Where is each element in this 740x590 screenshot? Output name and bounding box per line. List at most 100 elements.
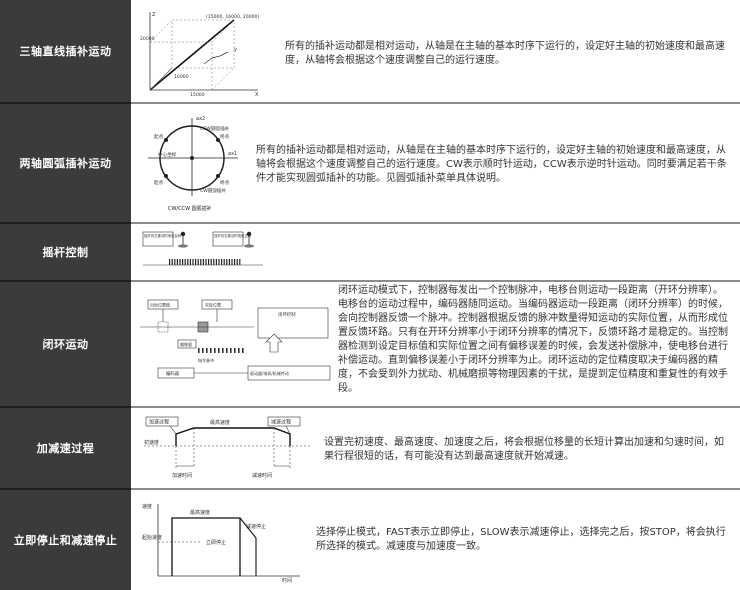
pulse-mark (242, 348, 244, 353)
pulse-mark (226, 348, 228, 353)
row-linear-interpolation: 三轴直线插补运动 Z X Y (15000, 16000, 20000) 200… (0, 0, 740, 102)
row-description: 所有的插补运动都是相对运动，从轴是在主轴的基本时序下运行的，设定好主轴的初始速度… (285, 41, 725, 66)
pulse-mark (236, 259, 238, 265)
ctrl-label: 闭环控制 (278, 311, 296, 318)
max-speed-label: 最高速度 (210, 419, 230, 426)
row-divider (0, 222, 740, 224)
max-speed-label: 最高速度 (190, 509, 210, 516)
ccw-label: CCW圆弧插补 (200, 125, 230, 132)
pulse-mark (208, 259, 210, 265)
pulse-mark (205, 259, 207, 265)
pulse-mark (234, 348, 236, 353)
y-tick-label: 20000 (140, 36, 155, 42)
end-point-label: (15000, 16000, 20000) (206, 14, 259, 20)
pulse-mark (169, 259, 171, 265)
motor-label: 驱动器/电机/机械传动 (250, 370, 289, 376)
linear-interpolation-figure: Z X Y (15000, 16000, 20000) 20000 16000 … (138, 6, 264, 98)
pulse-mark (213, 259, 215, 265)
row-description: 设置完初速度、最高速度、加速度之后，将会根据位移量的长短计算出加速和匀速时间，如… (324, 437, 724, 462)
pulse-mark (171, 259, 173, 265)
start-label: 起点 (154, 134, 164, 140)
center-label: 中心坐标 (158, 151, 177, 158)
decel-time-label: 减速时间 (252, 472, 272, 479)
pulse-label: 指令脉冲 (198, 357, 214, 363)
pulse-mark (210, 348, 212, 353)
row-label: 闭环运动 (0, 282, 131, 406)
z-tick-label: 16000 (174, 74, 189, 80)
pulse-mark (202, 259, 204, 265)
pulse-mark (222, 348, 224, 353)
row-joystick: 摇杆控制 摇杆向左推动时电机反转 摇杆向右推动时电机正转 (0, 224, 740, 280)
pulse-mark (202, 348, 204, 353)
row-divider (0, 488, 740, 490)
row-label: 两轴圆弧插补运动 (0, 104, 131, 222)
start-label-2: 起点 (154, 180, 164, 186)
row-label: 加减速过程 (0, 408, 131, 488)
row-description: 选择停止模式，FAST表示立即停止，SLOW表示减速停止，选择完之后，按STOP… (316, 527, 726, 552)
pulse-mark (189, 259, 191, 265)
row-divider (0, 406, 740, 408)
ax1-label: ax1 (228, 151, 237, 157)
x-axis-label: X (255, 92, 259, 98)
ax2-label: ax2 (196, 116, 205, 122)
pulse-mark (221, 259, 223, 265)
pulse-mark (218, 348, 220, 353)
row-divider (0, 280, 740, 282)
row-label: 立即停止和减速停止 (0, 490, 131, 590)
pulse-mark (231, 259, 233, 265)
arc-caption: CW/CCW 圆弧插补 (168, 205, 212, 212)
row-label: 摇杆控制 (0, 224, 131, 280)
pulse-mark (234, 259, 236, 265)
row-accel-decel: 加减速过程 加速过程 最高速度 减速过程 初速度 加速时间 减速时间 (0, 408, 740, 488)
end-label: 终点 (220, 133, 230, 140)
end-label-2: 终点 (220, 179, 230, 186)
accel-time-label: 加速时间 (172, 472, 192, 479)
speed-axis-label: 速度 (142, 503, 152, 510)
init-speed-label: 初速度 (144, 439, 159, 446)
pulse-mark (174, 259, 176, 265)
row-closed-loop: 闭环运动 目标位置值 实际位置 偏移量 闭环控制 指令脉冲 编码器 (0, 282, 740, 406)
joystick-figure: 摇杆向左推动时电机反转 摇杆向右推动时电机正转 (139, 229, 267, 276)
encoder-label: 编码器 (166, 370, 180, 377)
pulse-mark (226, 259, 228, 265)
pulse-mark (182, 259, 184, 265)
pulse-mark (230, 348, 232, 353)
pulse-mark (195, 259, 197, 265)
cw-label: CW圆弧插补 (200, 187, 227, 194)
stop-now-label: 立即停止 (206, 539, 226, 546)
actual-label: 实际位置 (205, 302, 221, 308)
pulse-mark (215, 259, 217, 265)
pulse-mark (223, 259, 225, 265)
pulse-mark (228, 259, 230, 265)
decel-label: 减速过程 (271, 419, 291, 426)
x-tick-label: 15000 (190, 92, 205, 98)
row-description: 闭环运动模式下，控制器每发出一个控制脉冲，电移台则运动一段距离（开环分辨率）。电… (338, 285, 728, 394)
joystick-right-note: 摇杆向右推动时电机正转 (214, 233, 252, 238)
target-label: 目标位置值 (150, 302, 170, 308)
joystick-left-note: 摇杆向左推动时电机反转 (144, 233, 182, 238)
row-stop-modes: 立即停止和减速停止 速度 时间 起始速度 最高速度 减速停止 立即停止 选择停止… (0, 490, 740, 590)
pulse-mark (179, 259, 181, 265)
pulse-mark (218, 259, 220, 265)
pulse-mark (239, 259, 241, 265)
pulse-mark (200, 259, 202, 265)
decel-stop-label: 减速停止 (246, 523, 266, 530)
row-description: 所有的插补运动都是相对运动，从轴是在主轴的基本时序下运行的，设定好主轴的初始速度… (256, 145, 727, 184)
row-arc-interpolation: 两轴圆弧插补运动 ax2 ax1 CCW圆弧插补 CW圆弧插补 中心坐标 起点 … (0, 104, 740, 222)
pulse-mark (176, 259, 178, 265)
row-label: 三轴直线插补运动 (0, 0, 131, 102)
arc-interpolation-figure: ax2 ax1 CCW圆弧插补 CW圆弧插补 中心坐标 起点 终点 起点 终点 … (138, 110, 246, 218)
pulse-mark (206, 348, 208, 353)
accel-label: 加速过程 (149, 419, 169, 426)
pulse-mark (210, 259, 212, 265)
time-axis-label: 时间 (282, 577, 292, 584)
pulse-mark (187, 259, 189, 265)
pulse-mark (214, 348, 216, 353)
closed-loop-figure: 目标位置值 实际位置 偏移量 闭环控制 指令脉冲 编码器 驱动器/电机/机械传动 (138, 296, 334, 392)
init-speed-label: 起始速度 (142, 534, 162, 541)
pulse-mark (184, 259, 186, 265)
stop-modes-figure: 速度 时间 起始速度 最高速度 减速停止 立即停止 (140, 498, 305, 584)
accel-decel-figure: 加速过程 最高速度 减速过程 初速度 加速时间 减速时间 (140, 414, 315, 484)
pulse-mark (197, 259, 199, 265)
